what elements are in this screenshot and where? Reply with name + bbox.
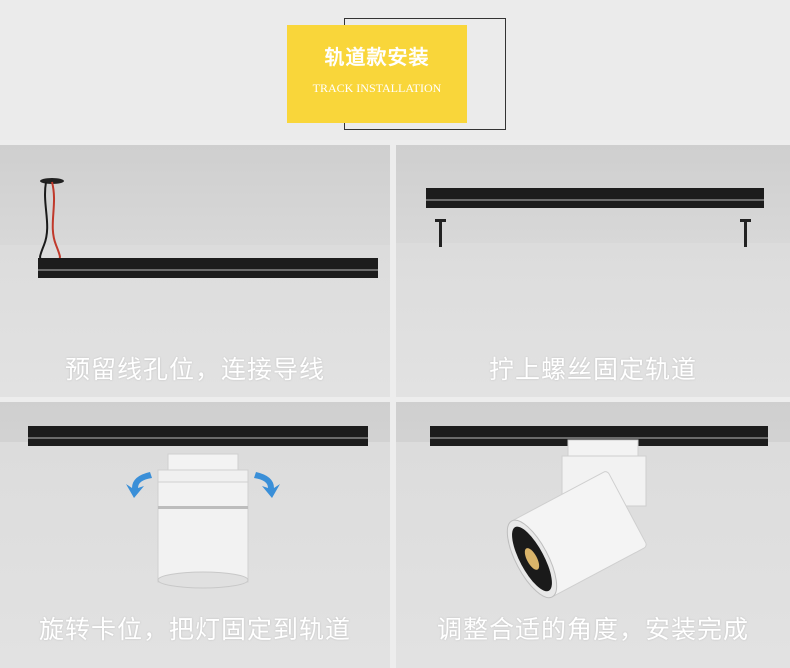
step-1-panel: 预留线孔位，连接导线: [0, 145, 390, 397]
header: 轨道款安装 TRACK INSTALLATION: [0, 0, 790, 140]
black-wire: [39, 181, 49, 264]
track-rail: [426, 188, 764, 208]
step-3-illustration: [28, 426, 368, 589]
rotate-right-arrow-icon: [254, 472, 280, 498]
title-en: TRACK INSTALLATION: [312, 81, 442, 95]
adapter: [567, 439, 639, 459]
track-rail: [38, 258, 378, 278]
step-4-illustration: [430, 426, 768, 599]
track-rail: [430, 426, 768, 446]
step-2-panel: 拧上螺丝固定轨道: [396, 145, 790, 397]
title-box: 轨道款安装 TRACK INSTALLATION: [287, 25, 467, 123]
step-2-illustration: [426, 188, 764, 247]
red-wire: [51, 181, 61, 264]
step-1-illustration: [38, 178, 378, 278]
wall-surface: [396, 243, 790, 397]
step-4-caption: 调整合适的角度，安装完成: [436, 615, 749, 644]
step-3-caption: 旋转卡位，把灯固定到轨道: [38, 615, 351, 644]
left-screw: [439, 219, 442, 247]
step-3-panel: 旋转卡位，把灯固定到轨道: [0, 402, 390, 668]
spotlight-head: [506, 471, 647, 599]
title-cn: 轨道款安装: [324, 45, 430, 69]
step-2-caption: 拧上螺丝固定轨道: [488, 355, 697, 384]
led-chip: [524, 548, 540, 570]
step-4-panel: 调整合适的角度，安装完成: [396, 402, 790, 668]
rotate-left-arrow-icon: [126, 472, 152, 498]
spotlight-body: [157, 481, 249, 583]
track-rail: [28, 426, 368, 446]
step-1-caption: 预留线孔位，连接导线: [64, 355, 325, 384]
right-screw: [744, 219, 747, 247]
